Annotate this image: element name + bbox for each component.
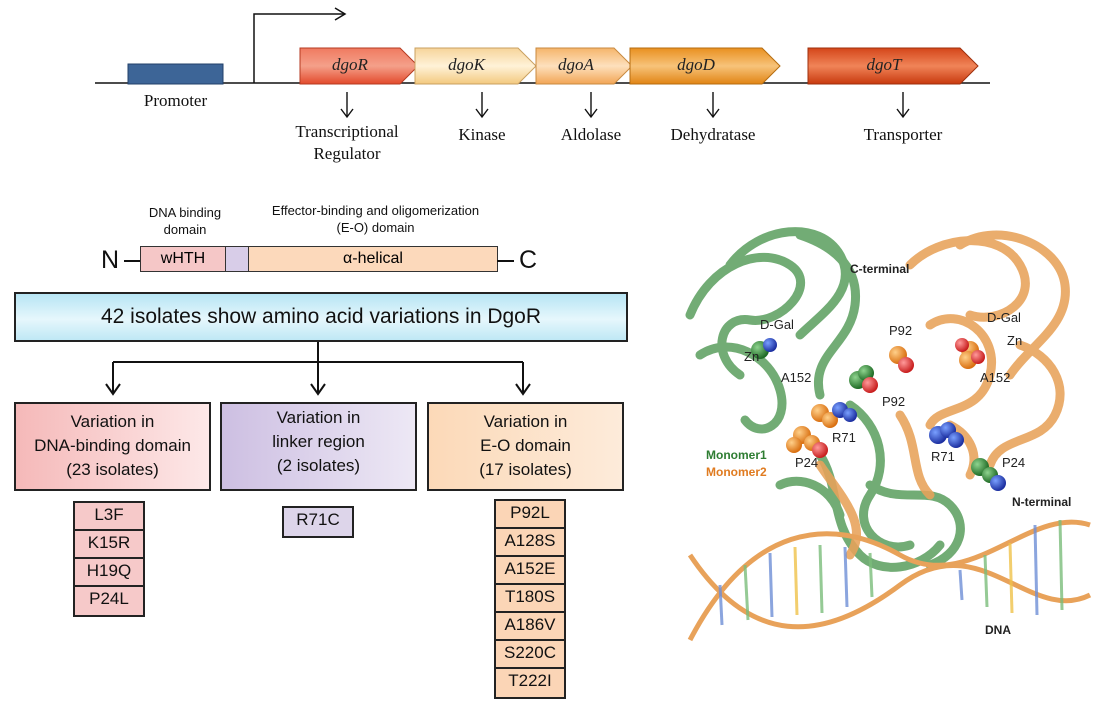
gene-dgoR-label: dgoR xyxy=(332,55,368,74)
p92-top-label: P92 xyxy=(889,323,913,338)
category-dna-binding-line1: Variation in xyxy=(70,412,155,431)
product-dgoA-label: Aldolase xyxy=(560,125,622,144)
category-eo-line1: Variation in xyxy=(483,412,568,431)
c-terminal-label: C-terminal xyxy=(850,262,910,276)
mutation-list-eo: P92L A128S A152E T180S A186V S220C T222I xyxy=(494,499,566,699)
promoter-box xyxy=(127,63,224,85)
p24-right-label: P24 xyxy=(1002,455,1026,470)
mutation-list-dna-binding: L3F K15R H19Q P24L xyxy=(73,501,145,617)
zn-right-label: Zn xyxy=(1007,333,1023,348)
p24-left-label: P24 xyxy=(795,455,819,470)
gene-dgoA-arrow xyxy=(535,47,633,85)
gene-dgoD-arrow xyxy=(629,47,781,85)
product-dgoR-label: Transcriptional Regulator xyxy=(295,122,399,163)
transcription-start-arrow xyxy=(253,13,345,83)
mutation-item: S220C xyxy=(496,641,564,669)
gene-dgoR-arrow xyxy=(299,47,419,85)
promoter-label: Promoter xyxy=(143,91,208,110)
r71-left-label: R71 xyxy=(832,430,856,445)
mutation-item: K15R xyxy=(75,531,143,559)
category-dna-binding-line2: DNA-binding domain xyxy=(34,436,191,455)
operon-diagram xyxy=(95,7,990,119)
mutation-item: H19Q xyxy=(75,559,143,587)
linker-box xyxy=(225,246,249,272)
eo-domain-label: Effector-binding and oligomerization (E-… xyxy=(271,203,480,235)
gene-dgoK-label: dgoK xyxy=(448,55,485,74)
mutation-item: L3F xyxy=(75,503,143,531)
category-linker-line3: (2 isolates) xyxy=(276,456,361,475)
gene-dgoK-arrow xyxy=(414,47,537,85)
category-linker-line2: linker region xyxy=(272,432,365,451)
mutation-item: T180S xyxy=(496,585,564,613)
dgal-left-label: D-Gal xyxy=(760,317,794,332)
branch-arrows xyxy=(105,342,531,396)
n-terminus-line xyxy=(124,260,141,262)
product-dgoT-label: Transporter xyxy=(863,125,943,144)
n-terminus-label: N xyxy=(101,246,120,274)
category-eo-line2: E-O domain xyxy=(480,436,571,455)
protein-structure-image xyxy=(685,227,1092,642)
transcription-arrowhead xyxy=(334,7,347,21)
mutation-item: R71C xyxy=(296,510,340,529)
mutation-item: T222I xyxy=(508,671,552,690)
n-terminal-label: N-terminal xyxy=(1012,495,1072,509)
gene-dgoT-label: dgoT xyxy=(866,55,902,74)
a152-right-label: A152 xyxy=(980,370,1011,385)
category-linker-line1: Variation in xyxy=(276,408,361,427)
helical-domain-box: α-helical xyxy=(248,246,498,272)
c-terminus-line xyxy=(497,260,514,262)
mutation-item: A128S xyxy=(496,529,564,557)
whth-domain-box: wHTH xyxy=(140,246,226,272)
mutation-item: A186V xyxy=(496,613,564,641)
r71-right-label: R71 xyxy=(931,449,955,464)
helical-label: α-helical xyxy=(343,250,403,267)
whth-label: wHTH xyxy=(160,250,206,267)
a152-left-label: A152 xyxy=(781,370,812,385)
dgal-right-label: D-Gal xyxy=(987,310,1021,325)
dna-label: DNA xyxy=(985,623,1011,637)
product-dgoD-label: Dehydratase xyxy=(670,125,756,144)
category-eo-box: Variation in E-O domain (17 isolates) xyxy=(427,402,624,491)
zn-left-label: Zn xyxy=(744,349,760,364)
category-linker-box: Variation in linker region (2 isolates) xyxy=(220,402,417,491)
summary-title-box: 42 isolates show amino acid variations i… xyxy=(14,292,628,342)
mutation-list-linker: R71C xyxy=(282,506,354,538)
monomer2-label: Monomer2 xyxy=(706,465,767,479)
gene-dgoA-label: dgoA xyxy=(558,55,594,74)
category-dna-binding-box: Variation in DNA-binding domain (23 isol… xyxy=(14,402,211,491)
mutation-item: A152E xyxy=(496,557,564,585)
category-dna-binding-line3: (23 isolates) xyxy=(66,460,159,479)
gene-dgoD-label: dgoD xyxy=(677,55,715,74)
dna-binding-domain-label: DNA binding domain xyxy=(148,205,222,237)
monomer1-label: Monomer1 xyxy=(706,448,767,462)
p92-mid-label: P92 xyxy=(882,394,906,409)
c-terminus-label: C xyxy=(519,246,538,274)
summary-title: 42 isolates show amino acid variations i… xyxy=(100,305,542,328)
gene-dgoT-arrow xyxy=(807,47,979,85)
mutation-item: P92L xyxy=(496,501,564,529)
mutation-item: P24L xyxy=(89,589,129,608)
gene-product-arrows xyxy=(340,92,910,119)
product-dgoK-label: Kinase xyxy=(458,125,506,144)
category-eo-line3: (17 isolates) xyxy=(479,460,572,479)
